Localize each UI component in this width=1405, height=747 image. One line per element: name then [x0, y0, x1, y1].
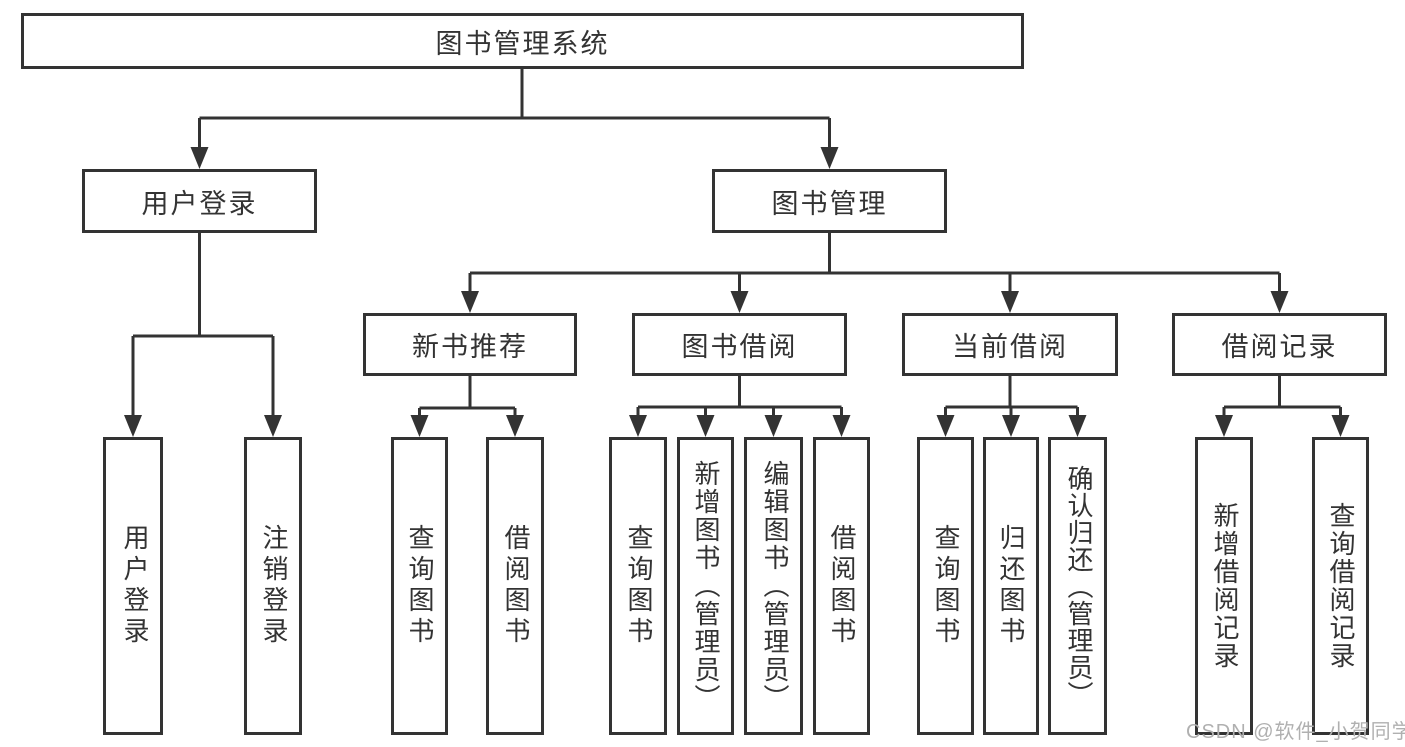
- arrow-down-icon: [696, 415, 715, 437]
- arrow-down-icon: [124, 415, 142, 437]
- arrow-down-icon: [506, 415, 524, 437]
- arrow-down-icon: [1270, 291, 1289, 313]
- arrow-down-icon: [1215, 415, 1233, 437]
- arrow-down-icon: [629, 415, 647, 437]
- arrow-down-icon: [264, 415, 282, 437]
- leaf-borrowing-add-books-admin: 新增图书（管理员）: [677, 437, 734, 735]
- arrow-down-icon: [1331, 415, 1350, 437]
- leaf-newbooks-query-books: 查询图书: [391, 437, 448, 735]
- arrow-down-icon: [820, 147, 839, 169]
- node-borrow-records: 借阅记录: [1172, 313, 1387, 376]
- arrow-down-icon: [730, 291, 749, 313]
- node-new-book-recommend: 新书推荐: [363, 313, 577, 376]
- leaf-user-login: 用户登录: [103, 437, 163, 735]
- leaf-logout: 注销登录: [244, 437, 302, 735]
- leaf-borrowing-query-books: 查询图书: [609, 437, 667, 735]
- node-library-management-system: 图书管理系统: [21, 13, 1024, 69]
- connector-path: [131, 69, 1342, 421]
- arrow-down-icon: [1068, 415, 1087, 437]
- node-book-borrowing: 图书借阅: [632, 313, 847, 376]
- leaf-borrowing-borrow-books: 借阅图书: [813, 437, 870, 735]
- arrow-down-icon: [1002, 415, 1020, 437]
- arrow-down-icon: [190, 147, 209, 169]
- arrow-down-icon: [410, 415, 429, 437]
- leaf-current-confirm-return-admin: 确认归还（管理员）: [1048, 437, 1107, 735]
- node-book-management: 图书管理: [712, 169, 947, 233]
- leaf-newbooks-borrow-books: 借阅图书: [486, 437, 544, 735]
- leaf-current-return-books: 归还图书: [983, 437, 1039, 735]
- arrow-down-icon: [832, 415, 851, 437]
- leaf-current-query-books: 查询图书: [917, 437, 974, 735]
- leaf-records-add-borrow-record: 新增借阅记录: [1195, 437, 1253, 735]
- node-current-borrowing: 当前借阅: [902, 313, 1118, 376]
- arrow-down-icon: [936, 415, 955, 437]
- node-user-login: 用户登录: [82, 169, 317, 233]
- leaf-borrowing-edit-books-admin: 编辑图书（管理员）: [744, 437, 803, 735]
- arrow-down-icon: [1001, 291, 1019, 313]
- watermark: CSDN @软件_小贺同学: [1186, 721, 1405, 743]
- leaf-records-query-borrow-record: 查询借阅记录: [1312, 437, 1369, 735]
- arrow-down-icon: [461, 291, 479, 313]
- arrow-down-icon: [764, 415, 783, 437]
